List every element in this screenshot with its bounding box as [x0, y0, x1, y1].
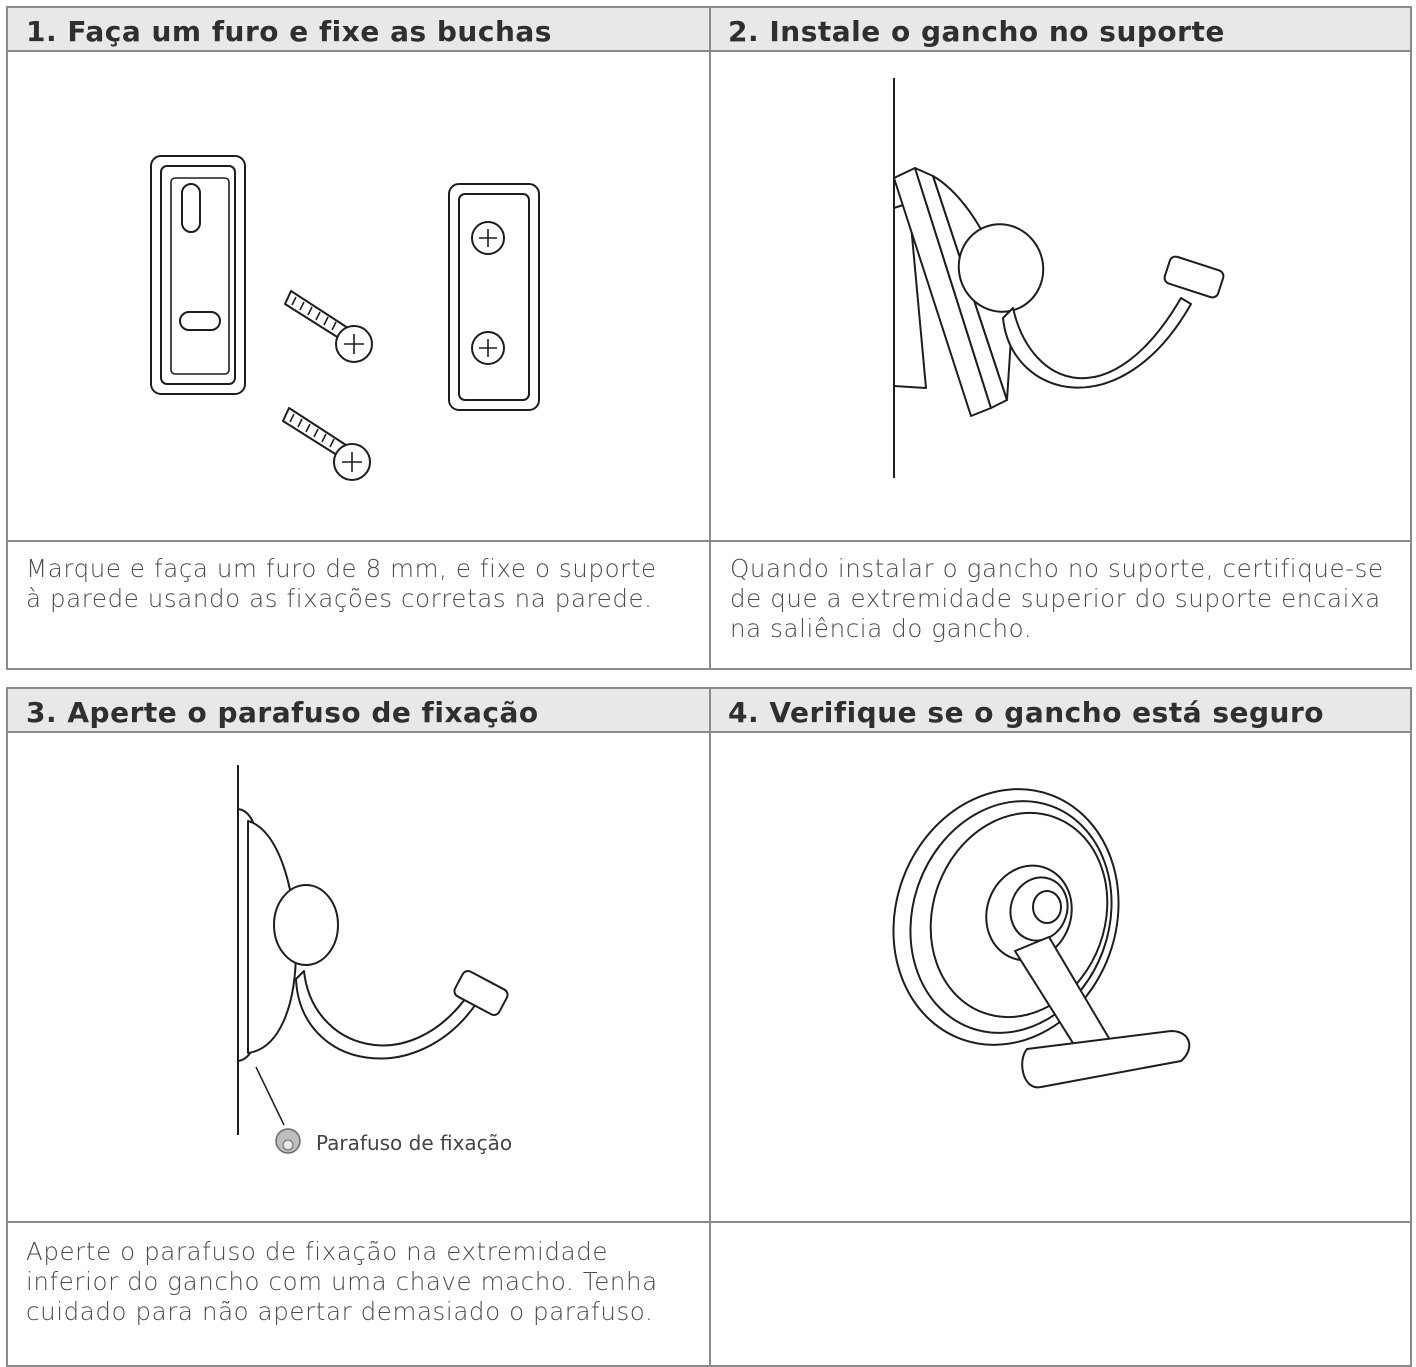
step-3-description-line: Aperte o parafuso de fixação na extremid…: [26, 1237, 609, 1266]
set-screw-icon: [275, 1128, 301, 1154]
step-2-description-line: Quando instalar o gancho no suporte, cer…: [730, 554, 1384, 583]
step-2-illustration: [893, 78, 1225, 478]
step-1-illustration: [150, 155, 540, 481]
step-2-description-line: na saliência do gancho.: [730, 614, 1033, 643]
step-2-description-line: de que a extremidade superior do suporte…: [730, 584, 1381, 613]
column-divider: [709, 689, 711, 1365]
step-4-title: 4. Verifique se o gancho está seguro: [728, 696, 1325, 729]
screw-icon: [284, 290, 373, 363]
steps-table-top: 1. Faça um furo e fixe as buchas 2. Inst…: [6, 6, 1412, 670]
set-screw-label: Parafuso de fixação: [316, 1131, 513, 1155]
column-divider: [709, 8, 711, 668]
step-3-description-line: cuidado para não apertar demasiado o par…: [26, 1297, 654, 1326]
step-2-title: 2. Instale o gancho no suporte: [728, 15, 1225, 48]
bracket-icon: [150, 155, 246, 395]
step-3-illustration: [237, 765, 509, 1154]
screw-icon: [282, 407, 371, 481]
step-3-description-line: inferior do gancho com uma chave macho. …: [26, 1267, 658, 1296]
row-divider: [8, 1221, 1410, 1223]
row-divider: [8, 540, 1410, 542]
bracket-with-screws-icon: [448, 183, 540, 411]
hook-front-icon: [892, 788, 1191, 1089]
step-3-description: Aperte o parafuso de fixação na extremid…: [26, 1237, 658, 1327]
step-2-description: Quando instalar o gancho no suporte, cer…: [730, 554, 1384, 644]
step-1-description-line: à parede usando as fixações corretas na …: [26, 584, 653, 613]
steps-table-bottom: 3. Aperte o parafuso de fixação 4. Verif…: [6, 687, 1412, 1367]
step-3-title: 3. Aperte o parafuso de fixação: [26, 696, 539, 729]
step-4-illustration: [892, 788, 1191, 1089]
step-1-description: Marque e faça um furo de 8 mm, e fixe o …: [26, 554, 657, 614]
hook-side-icon: [893, 167, 1225, 417]
hook-side-icon: [237, 808, 509, 1062]
callout-leader: [255, 1066, 285, 1126]
step-1-description-line: Marque e faça um furo de 8 mm, e fixe o …: [26, 554, 657, 583]
step-1-title: 1. Faça um furo e fixe as buchas: [26, 15, 552, 48]
